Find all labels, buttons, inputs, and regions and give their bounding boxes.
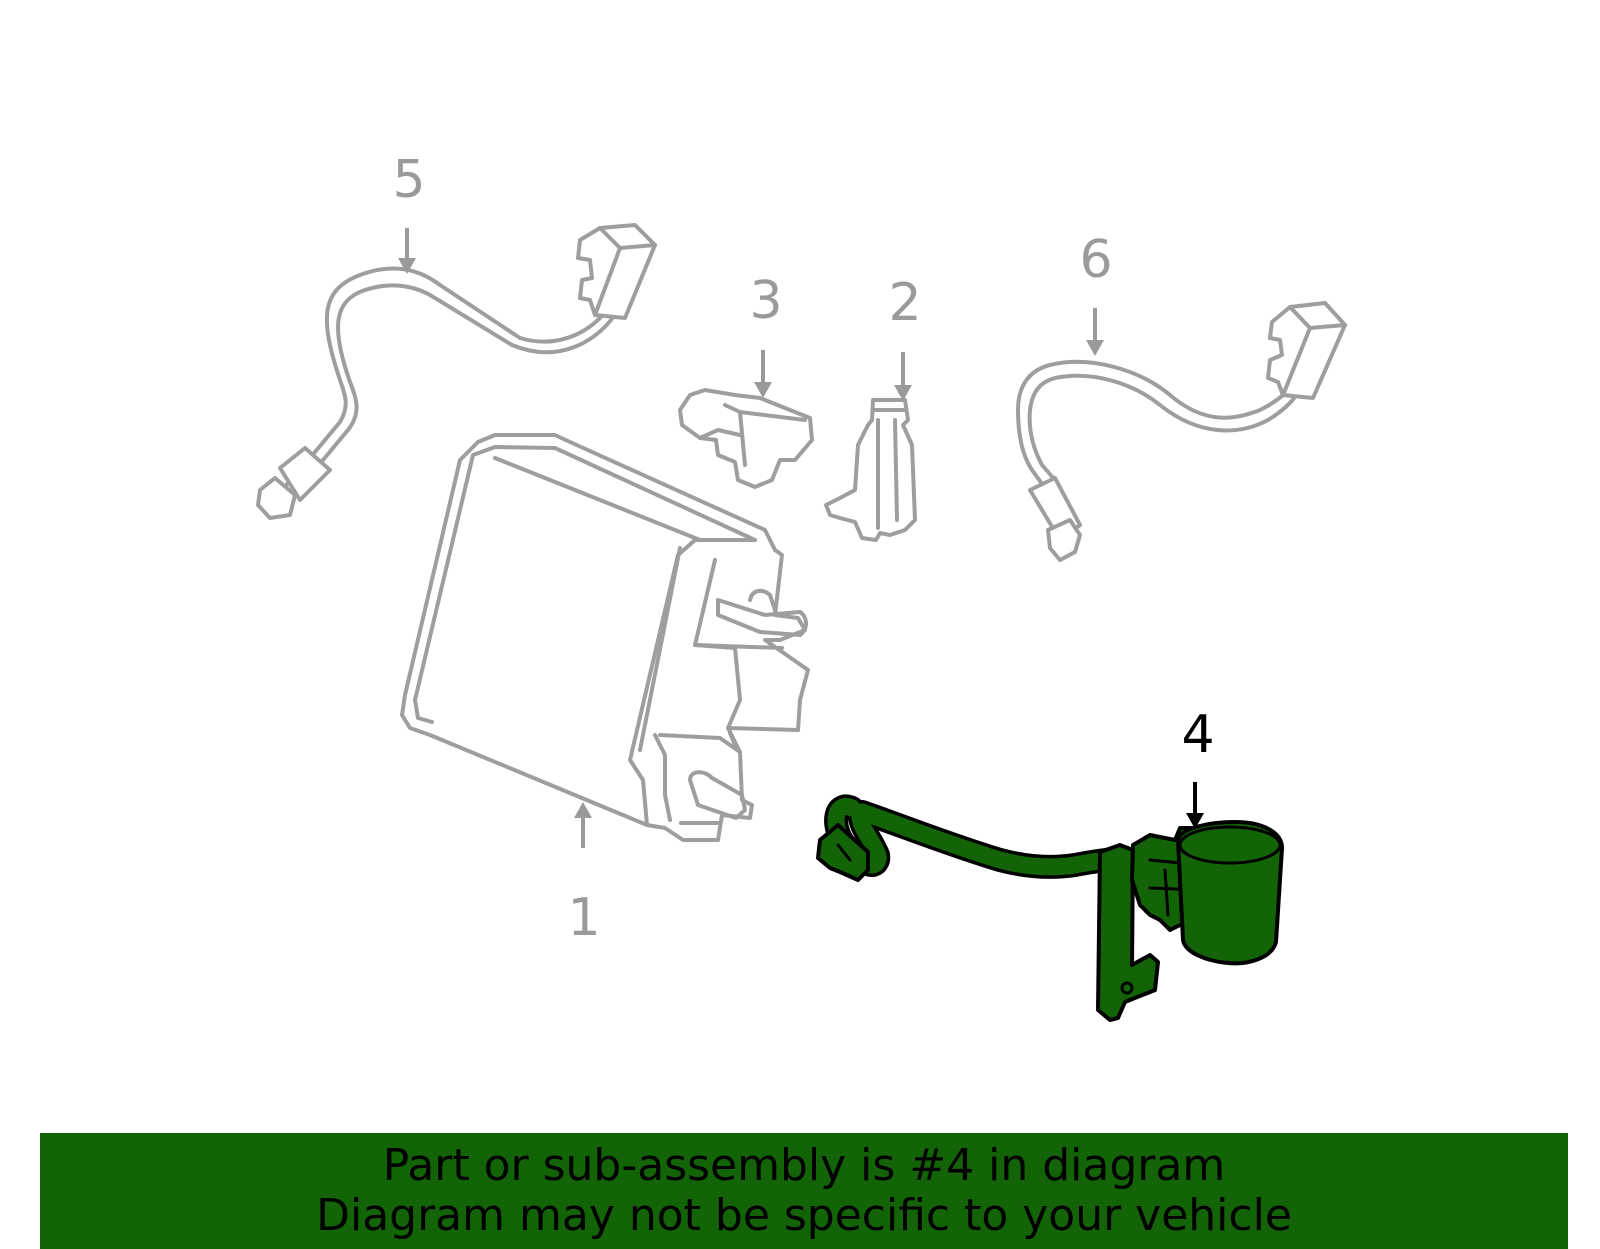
part-3-sensor[interactable]: [678, 388, 814, 489]
callout-label-6: 6: [1079, 230, 1112, 290]
callout-label-4: 4: [1181, 705, 1214, 765]
part-2-sensor[interactable]: [824, 398, 917, 542]
callout-arrow-1: [574, 802, 592, 848]
callout-label-5: 5: [392, 150, 425, 210]
callout-label-3: 3: [749, 271, 782, 331]
parts-diagram: 5 3 2 6 1 4: [256, 150, 1347, 1022]
callout-arrow-3: [754, 350, 772, 398]
callout-arrow-5: [398, 228, 416, 274]
part-1-canister[interactable]: [400, 433, 810, 842]
callout-arrow-6: [1086, 308, 1104, 356]
callout-label-2: 2: [888, 273, 921, 333]
footer-line-2: Diagram may not be specific to your vehi…: [316, 1190, 1292, 1241]
footer-banner: Part or sub-assembly is #4 in diagram Di…: [40, 1133, 1568, 1249]
callout-arrow-2: [894, 352, 912, 401]
part-6-oxygen-sensor[interactable]: [1016, 301, 1347, 562]
footer-line-1: Part or sub-assembly is #4 in diagram: [382, 1140, 1226, 1191]
callout-arrow-4: [1186, 782, 1204, 829]
part-4-purge-valve[interactable]: [816, 794, 1284, 1022]
callout-label-1: 1: [567, 888, 600, 948]
part-5-oxygen-sensor[interactable]: [256, 223, 657, 520]
